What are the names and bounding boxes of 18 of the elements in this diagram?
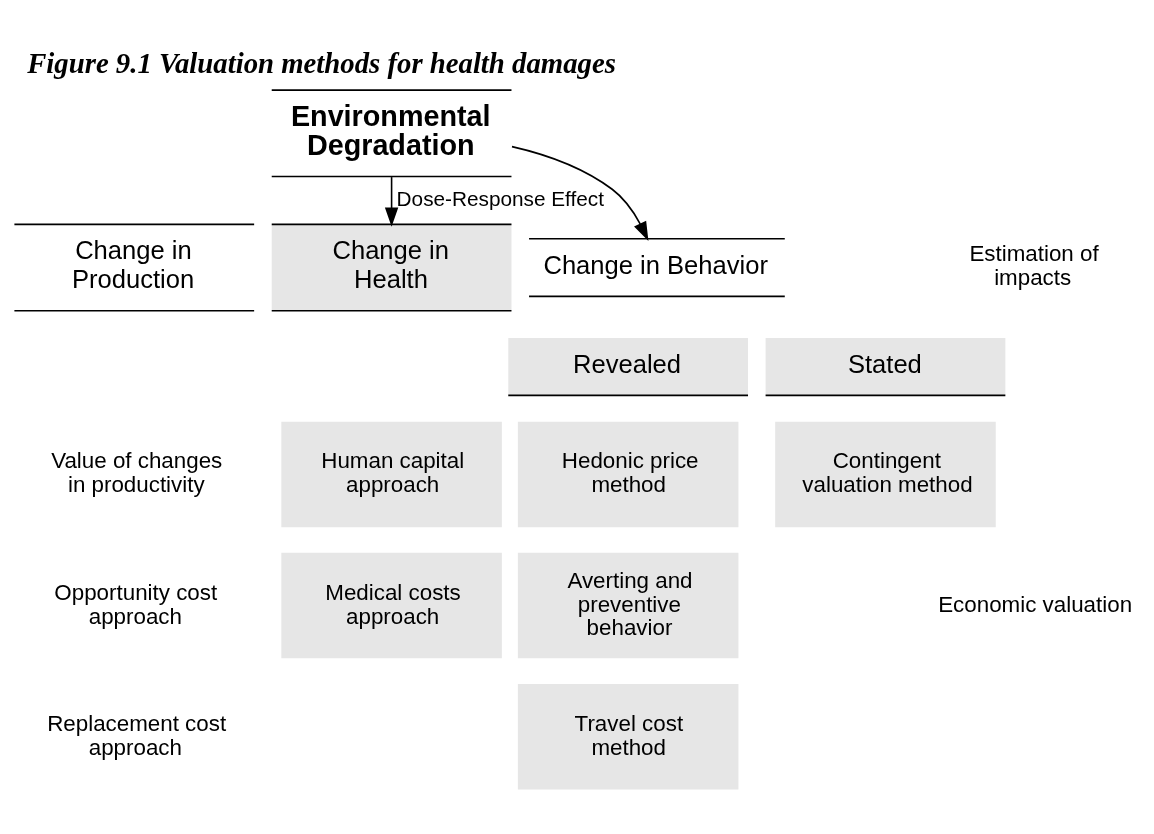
label: Replacement cost approach [47,710,227,760]
node-box: Hedonic price method [517,421,739,528]
node-text: Environmental Degradation [290,99,491,161]
label: Economic valuation [938,591,1133,617]
node-box: Contingent valuation method [775,421,996,528]
label: Opportunity cost approach [54,579,218,629]
node-box: Human capital approach [281,421,502,528]
diagram-title: Figure 9.1 Valuation methods for health damages [27,47,616,80]
node-box: Medical costs approach [281,552,502,659]
label: Estimation of impacts [969,241,1099,291]
arrow [384,176,399,227]
node-text: Change in Production [71,236,195,294]
node-box: Travel cost method [517,683,739,790]
arrow [511,145,649,241]
label: Value of changes in productivity [51,448,223,498]
node-text: Change in Behavior [543,250,768,279]
node-box: Averting and preventive behavior [517,552,739,659]
edge-label: Dose-Response Effect [396,186,604,210]
